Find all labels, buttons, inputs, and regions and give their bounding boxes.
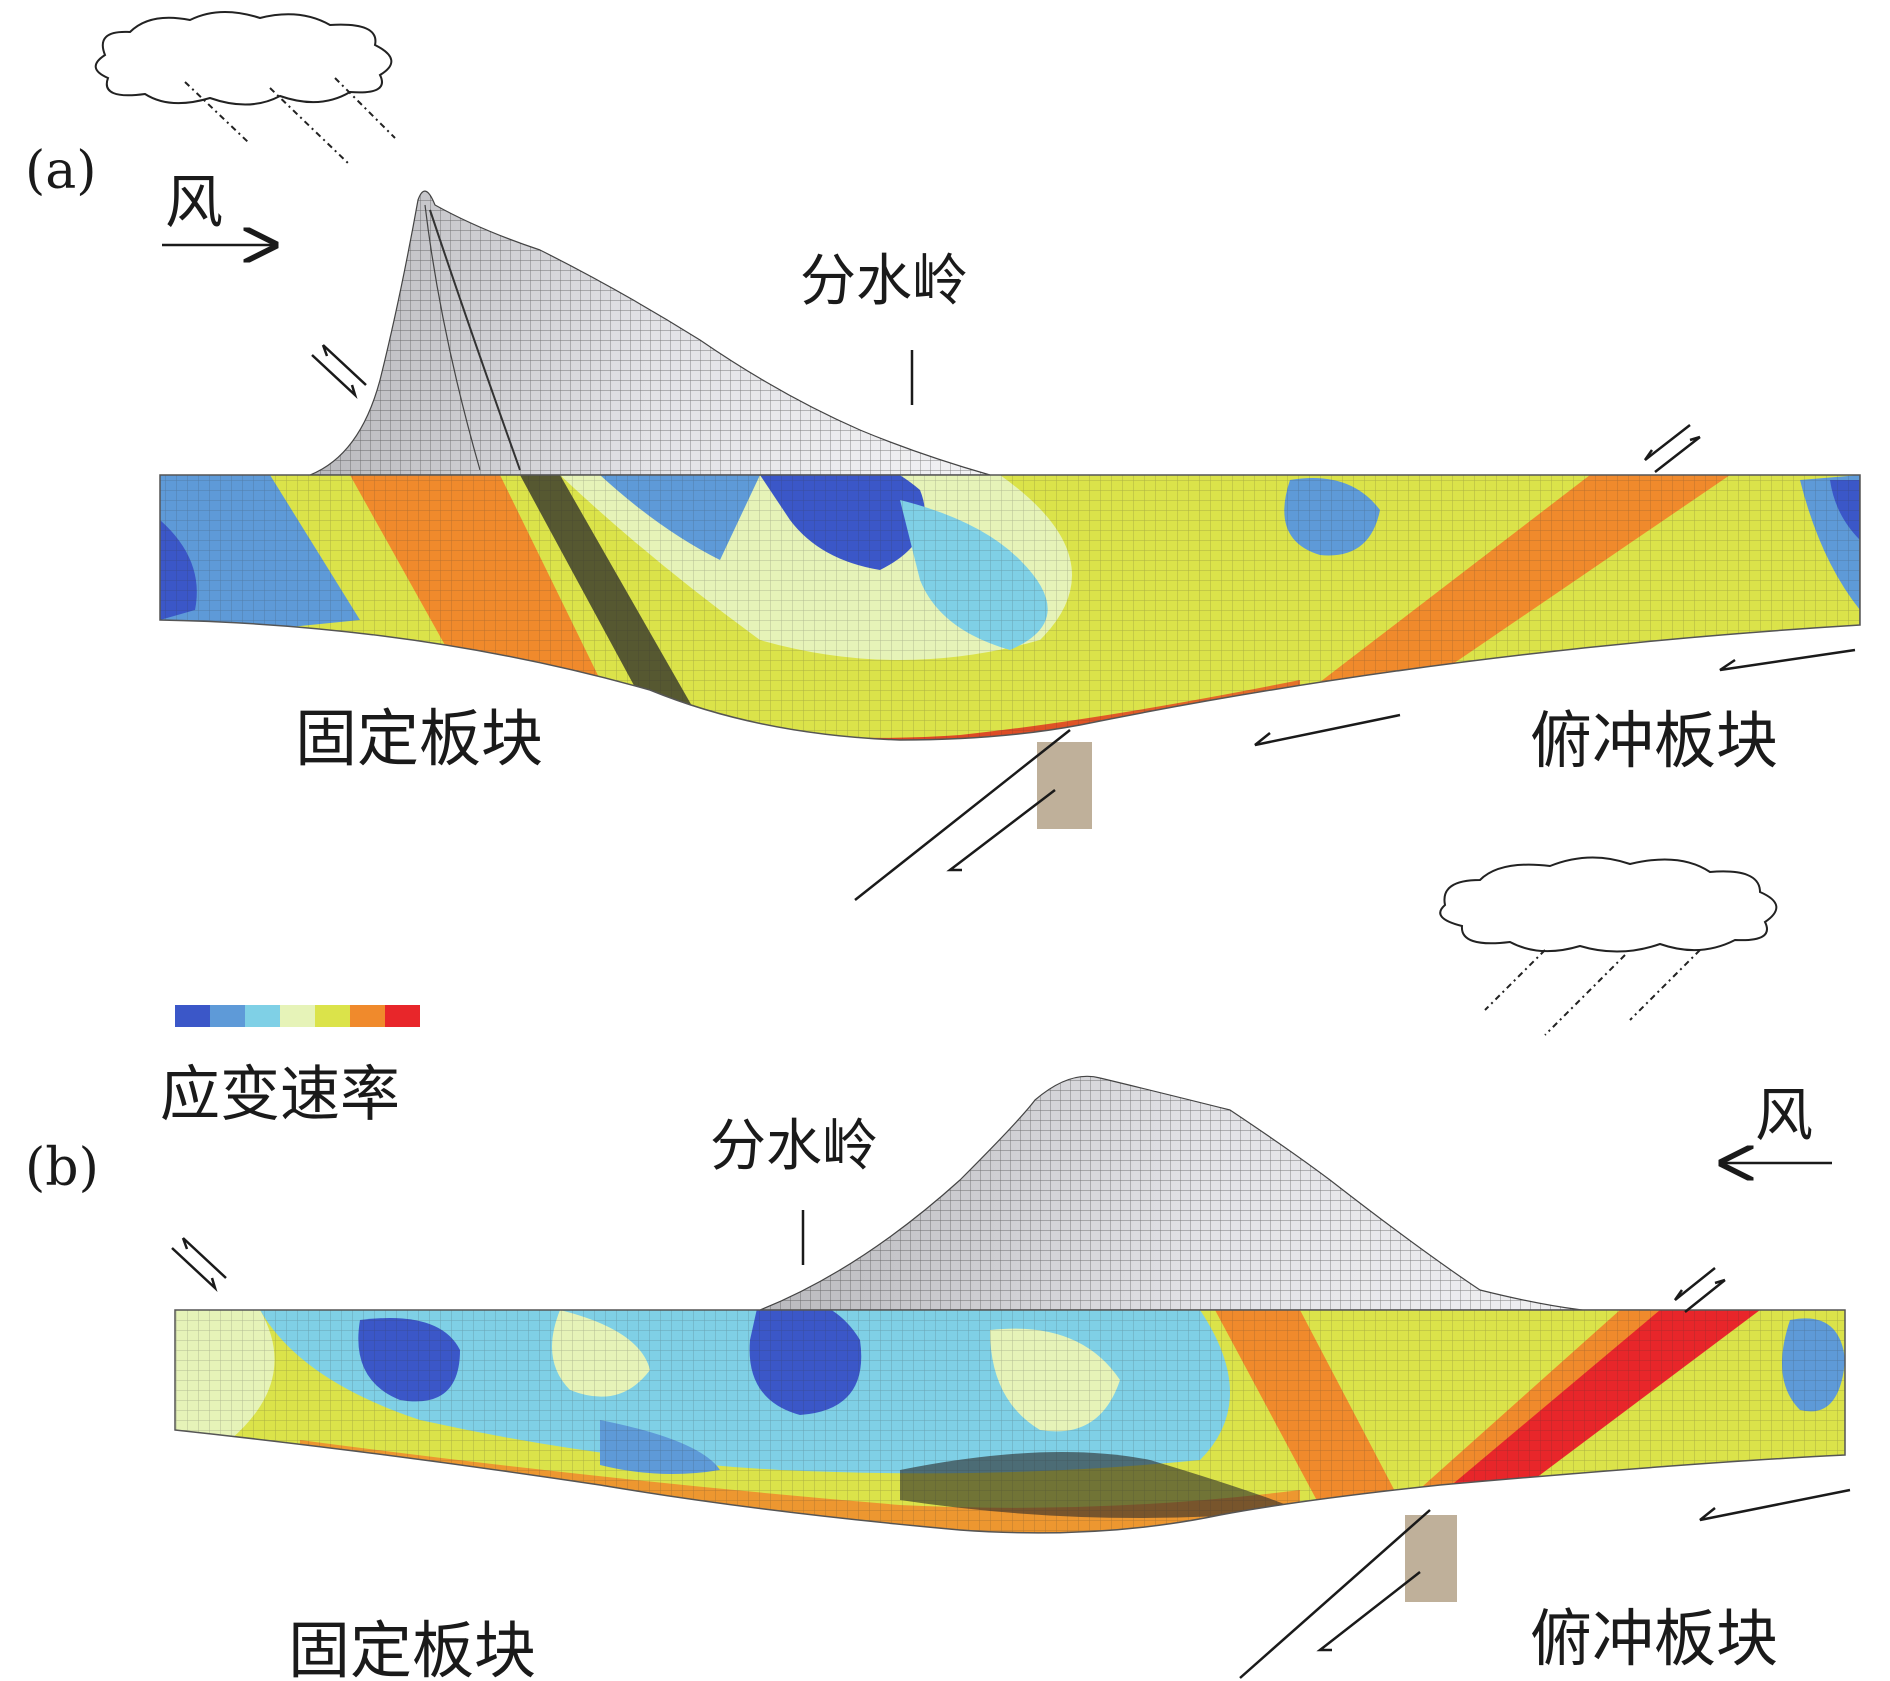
plate-motion-arrows-a xyxy=(1254,648,1856,747)
legend-colorbar xyxy=(175,1005,420,1027)
strain-rate-legend: 应变速率 xyxy=(160,1005,420,1130)
mountain-mesh-a xyxy=(309,190,991,476)
panel-b-letter: (b) xyxy=(25,1138,99,1198)
fault-slip-symbol-left-b xyxy=(171,1237,227,1293)
panel-a-wind-label: 风 xyxy=(165,168,223,236)
legend-swatch xyxy=(280,1005,315,1027)
subduction-line-b xyxy=(1239,1509,1431,1679)
fault-slip-symbol-right-b xyxy=(1673,1267,1726,1313)
fault-slip-symbol-right-a xyxy=(1643,424,1701,473)
legend-swatch xyxy=(175,1005,210,1027)
mountain-mesh-b xyxy=(759,1075,1651,1314)
panel-b-wind-label: 风 xyxy=(1755,1081,1813,1149)
backstop-block-a xyxy=(1037,742,1092,829)
legend-swatch xyxy=(350,1005,385,1027)
panel-a-subducting-plate-label: 俯冲板块 xyxy=(1530,704,1778,777)
panel-b: (b) 风 xyxy=(25,856,1851,1681)
strain-block-b xyxy=(175,1310,1845,1533)
subduction-line-a xyxy=(854,729,1071,901)
fault-slip-symbol-left-a xyxy=(311,344,367,400)
legend-swatch xyxy=(385,1005,420,1027)
backstop-block-b xyxy=(1405,1515,1457,1602)
legend-swatch xyxy=(245,1005,280,1027)
legend-swatch xyxy=(210,1005,245,1027)
subduction-arrow-a xyxy=(946,789,1056,872)
cloud-rain-icon xyxy=(1439,856,1778,1036)
cloud-rain-icon xyxy=(94,10,396,166)
legend-title: 应变速率 xyxy=(160,1060,400,1130)
panel-a-divide-label: 分水岭 xyxy=(800,249,968,314)
plate-motion-arrow-b xyxy=(1699,1488,1851,1522)
panel-b-divide-label: 分水岭 xyxy=(710,1114,878,1179)
panel-a-letter: (a) xyxy=(25,141,97,201)
panel-a-fixed-plate-label: 固定板块 xyxy=(295,702,543,775)
legend-swatch xyxy=(315,1005,350,1027)
panel-b-subducting-plate-label: 俯冲板块 xyxy=(1530,1602,1778,1675)
subduction-arrow-b xyxy=(1316,1571,1421,1652)
panel-b-fixed-plate-label: 固定板块 xyxy=(288,1614,536,1681)
panel-a: (a) 风 xyxy=(25,10,1861,901)
